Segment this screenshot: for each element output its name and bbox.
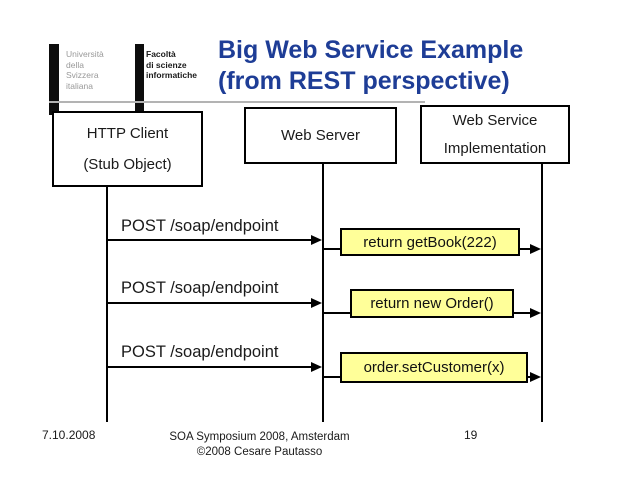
faculty-name-line: di scienze [146, 59, 187, 70]
right-arrowhead-icon [530, 308, 541, 318]
right-arrowhead-icon [311, 298, 322, 308]
response-note: order.setCustomer(x) [340, 352, 528, 383]
footer-credits: SOA Symposium 2008, Amsterdam ©2008 Cesa… [119, 430, 400, 460]
response-note: return new Order() [350, 289, 514, 318]
university-name: Università della Svizzera italiana [66, 49, 104, 91]
university-name-line: Università [66, 49, 104, 59]
right-arrowhead-icon [311, 362, 322, 372]
request-message-label: POST /soap/endpoint [121, 217, 279, 235]
request-arrow-line [107, 366, 313, 368]
actor-ws-implementation-name: Web Service [452, 112, 538, 129]
response-note: return getBook(222) [340, 228, 520, 256]
actor-web-server: Web Server [244, 107, 397, 164]
slide-title: Big Web Service Example (from REST persp… [218, 35, 523, 97]
request-message-label: POST /soap/endpoint [121, 343, 279, 361]
slide-title-line1: Big Web Service Example [218, 36, 524, 64]
lifeline-web-server [322, 163, 324, 422]
request-arrow-line [107, 302, 313, 304]
actor-web-server-name: Web Server [281, 127, 360, 144]
actor-ws-implementation-subtitle: Implementation [443, 140, 547, 157]
faculty-name-line: informatiche [146, 70, 198, 80]
lifeline-ws-implementation [541, 163, 543, 422]
university-name-line: italiana [66, 80, 93, 91]
faculty-name: Facoltà di scienze informatiche [146, 49, 197, 81]
slide-title-line2: (from REST perspective) [218, 67, 510, 95]
footer-page-number: 19 [464, 428, 478, 442]
request-arrow-line [107, 239, 313, 241]
logo-bar-right [135, 44, 144, 115]
actor-ws-implementation: Web Service Implementation [420, 105, 570, 164]
request-message-label: POST /soap/endpoint [121, 279, 279, 297]
footer-date: 7.10.2008 [42, 428, 96, 442]
actor-http-client-subtitle: (Stub Object) [83, 156, 172, 173]
faculty-name-line: Facoltà [146, 49, 176, 59]
university-name-line: della [66, 59, 84, 70]
actor-http-client: HTTP Client (Stub Object) [52, 111, 203, 187]
logo-bar-left [49, 44, 59, 115]
right-arrowhead-icon [530, 244, 541, 254]
right-arrowhead-icon [530, 372, 541, 382]
lifeline-http-client [106, 186, 108, 422]
footer-copyright: ©2008 Cesare Pautasso [196, 446, 323, 458]
right-arrowhead-icon [311, 235, 322, 245]
actor-http-client-name: HTTP Client [86, 125, 169, 142]
header-divider [49, 101, 425, 103]
university-name-line: Svizzera [66, 70, 99, 80]
footer-event: SOA Symposium 2008, Amsterdam [169, 431, 350, 443]
